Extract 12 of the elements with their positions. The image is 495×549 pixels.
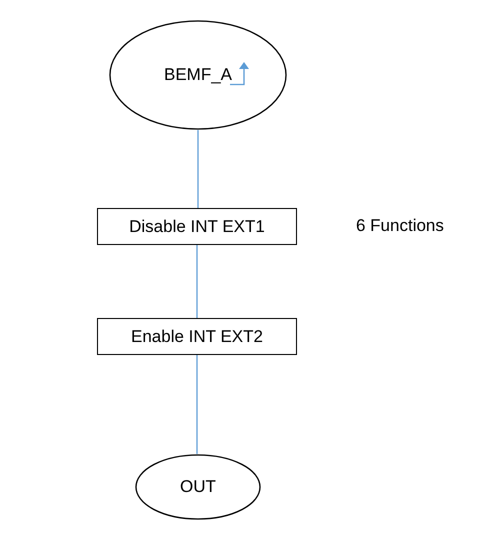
terminal-ellipse <box>135 454 261 520</box>
node-label: BEMF_A <box>164 65 232 85</box>
node-label: OUT <box>180 477 216 497</box>
node-label: Disable INT EXT1 <box>129 216 265 236</box>
connector-line <box>197 130 199 208</box>
connector-line <box>196 245 198 318</box>
process-box <box>97 318 297 355</box>
terminal-ellipse <box>109 20 287 130</box>
node-label: Enable INT EXT2 <box>131 326 263 346</box>
process-box <box>97 208 297 245</box>
connector-line <box>196 355 198 454</box>
side-note: 6 Functions <box>356 216 444 236</box>
